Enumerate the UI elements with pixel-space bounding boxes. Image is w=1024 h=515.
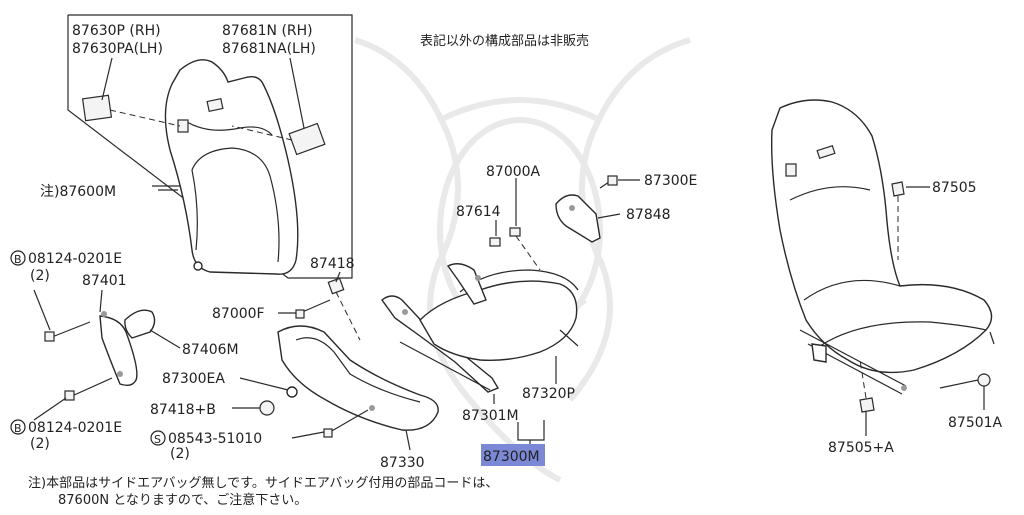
label-87300ea[interactable]: 87300EA <box>162 371 225 387</box>
badge-b-icon: B <box>10 250 26 266</box>
label-87418b[interactable]: 87418+B <box>150 402 216 418</box>
label-87600m[interactable]: 注)87600M <box>40 184 116 200</box>
note-bottom-line-2: 87600N となりますので、ご注意下さい。 <box>58 492 307 508</box>
cap-87406m[interactable] <box>124 309 181 349</box>
label-08543-qty: (2) <box>170 446 190 462</box>
label-08124-top-qty: (2) <box>30 268 50 284</box>
knob-87418b[interactable] <box>232 400 275 416</box>
bolt-87501a[interactable] <box>939 373 991 410</box>
label-87330[interactable]: 87330 <box>380 455 425 471</box>
bolt-top-left[interactable] <box>33 289 91 342</box>
label-08124-bottom-qty: (2) <box>30 436 50 452</box>
svg-text:B: B <box>14 422 22 435</box>
label-87000f[interactable]: 87000F <box>212 306 265 322</box>
inset-box <box>67 14 353 279</box>
clip-87418[interactable] <box>327 271 361 341</box>
label-87300e[interactable]: 87300E <box>644 173 697 189</box>
label-87501a[interactable]: 87501A <box>948 415 1003 431</box>
trim-finisher-rh[interactable] <box>81 94 113 122</box>
label-87630pa[interactable]: 87630PA(LH) <box>72 41 163 57</box>
label-87630p[interactable]: 87630P (RH) <box>72 23 161 39</box>
label-87614[interactable]: 87614 <box>456 204 501 220</box>
label-87401[interactable]: 87401 <box>82 273 127 289</box>
side-bracket-87401[interactable] <box>99 289 138 387</box>
label-87505[interactable]: 87505 <box>932 180 977 196</box>
label-87320p[interactable]: 87320P <box>522 386 575 402</box>
label-87418[interactable]: 87418 <box>310 256 355 272</box>
label-08543[interactable]: 08543-51010 <box>168 431 262 447</box>
seat-back-cover[interactable] <box>81 57 326 275</box>
badge-s-icon: S <box>150 430 166 446</box>
bolt-bottom-left[interactable] <box>33 377 113 421</box>
svg-text:B: B <box>14 253 22 266</box>
label-87681na[interactable]: 87681NA(LH) <box>222 41 316 57</box>
clip-87505a[interactable] <box>859 359 875 436</box>
clip-87505[interactable] <box>891 181 930 260</box>
label-87000a[interactable]: 87000A <box>486 164 541 180</box>
bolt-87000f[interactable] <box>278 299 331 319</box>
label-87300m[interactable]: 87300M <box>483 449 540 465</box>
clip-87300ea[interactable] <box>239 377 298 398</box>
label-87505a[interactable]: 87505+A <box>828 440 894 456</box>
trim-finisher-lh[interactable] <box>288 122 326 156</box>
bolt-87000a[interactable] <box>509 178 541 271</box>
label-87301m[interactable]: 87301M <box>462 408 519 424</box>
svg-text:S: S <box>154 433 161 446</box>
label-08124-bottom[interactable]: 08124-0201E <box>28 420 122 436</box>
bracket-87848[interactable] <box>555 194 621 243</box>
screw-08543[interactable] <box>291 409 369 439</box>
label-87848[interactable]: 87848 <box>626 207 671 223</box>
cushion-frame-87320p[interactable] <box>381 263 579 393</box>
seat-assembly-right[interactable] <box>770 99 995 395</box>
bolt-87300e[interactable] <box>599 175 640 189</box>
label-08124-top[interactable]: 08124-0201E <box>28 251 122 267</box>
note-bottom-line-1: 注)本部品はサイドエアバッグ無しです。サイドエアバッグ付用の部品コードは、 <box>28 476 498 491</box>
badge-b-icon-2: B <box>10 419 26 435</box>
highlight-87300m <box>481 444 545 466</box>
notice-top: 表記以外の構成部品は非販売 <box>420 33 589 49</box>
bolt-87614[interactable] <box>489 220 501 247</box>
label-87406m[interactable]: 87406M <box>182 342 239 358</box>
side-cover-87330[interactable] <box>277 325 439 451</box>
label-87681n[interactable]: 87681N (RH) <box>222 23 313 39</box>
